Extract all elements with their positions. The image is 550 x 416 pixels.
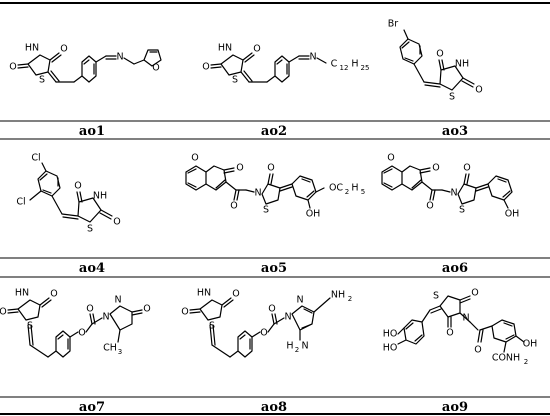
- ao4-o2: O: [113, 217, 120, 228]
- ao8-o2: O: [181, 307, 188, 318]
- ao7-hn: HN: [15, 288, 29, 299]
- structure-ao8: HN O O S O O N N NH 2 H 2 N: [181, 288, 352, 358]
- ao9-s: S: [433, 291, 439, 302]
- ao6-o1: O: [387, 153, 394, 164]
- ao8-nh: NH: [331, 290, 345, 301]
- label-ao4: ao4: [79, 261, 105, 276]
- label-ao7: ao7: [79, 400, 105, 415]
- ao7-o1: O: [50, 289, 57, 300]
- ao5-oc: OC: [329, 183, 343, 194]
- ao2-n: N: [309, 52, 316, 63]
- ao9-conh-sub: 2: [524, 358, 528, 366]
- structure-ao5: O O O N O S O OC 2 H 5 OH: [185, 153, 365, 220]
- ao2-c: C: [331, 59, 338, 70]
- ao7-ch-sub: 3: [118, 348, 122, 356]
- ao2-hn: HN: [218, 43, 232, 54]
- ao8-o1: O: [232, 289, 239, 300]
- ao6-n: N: [450, 188, 457, 199]
- ao6-s: S: [459, 205, 465, 216]
- ao9-o3: O: [474, 345, 481, 356]
- ao2-o1: O: [253, 44, 260, 55]
- ao4-nh: NH: [93, 191, 107, 202]
- ao5-o3: O: [230, 201, 237, 212]
- structure-ao3: Br O NH S O: [388, 19, 483, 103]
- structure-ao6: O O O N O S O OH: [381, 153, 520, 220]
- ao8-s: S: [209, 321, 215, 332]
- ao2-o2: O: [202, 62, 209, 73]
- ao2-h-sub: 25: [361, 64, 370, 72]
- ao4-cl1: Cl: [31, 153, 40, 164]
- label-ao5: ao5: [261, 261, 287, 276]
- structure-ao7: HN O O S O O N N O CH 3: [0, 288, 151, 358]
- ao5-o1: O: [191, 153, 198, 164]
- ao5-s: S: [263, 205, 269, 216]
- ao6-o3: O: [426, 201, 433, 212]
- ao1-o3: O: [152, 63, 159, 74]
- label-ao1: ao1: [79, 124, 105, 139]
- ao7-n1: N: [102, 312, 109, 323]
- ao8-h-sub: 2: [295, 346, 299, 354]
- label-ao2: ao2: [261, 124, 287, 139]
- ao8-n1: N: [284, 312, 291, 323]
- ao1-hn: HN: [25, 43, 39, 54]
- ao8-n3: N: [301, 341, 308, 352]
- structure-ao4: Cl Cl O NH S O: [16, 153, 120, 235]
- ao3-o1: O: [436, 49, 443, 60]
- ao3-br: Br: [388, 19, 399, 30]
- ao6-oh: OH: [505, 209, 520, 220]
- ao8-nh-sub: 2: [348, 295, 352, 303]
- structure-ao1: HN O O S N O: [9, 43, 162, 86]
- ao9-ho1: HO: [383, 329, 398, 340]
- structure-ao9: S O N O HO HO O OH CONH 2: [383, 288, 538, 367]
- ao7-o4: O: [86, 304, 93, 315]
- ao5-o4: O: [267, 163, 274, 174]
- ao2-s: S: [232, 75, 238, 86]
- ao8-o3: O: [260, 328, 267, 339]
- ao7-s: S: [27, 321, 33, 332]
- ao6-o2: O: [432, 163, 439, 174]
- ao7-n2: N: [114, 295, 121, 306]
- ao7-o3: O: [78, 328, 85, 339]
- ao4-o1: O: [74, 181, 81, 192]
- ao3-s: S: [449, 92, 455, 103]
- ao3-o2: O: [475, 85, 482, 96]
- ao2-h: H: [351, 59, 358, 70]
- ao5-oh: OH: [306, 209, 321, 220]
- ao9-conh: CONH: [492, 353, 520, 364]
- label-ao9: ao9: [442, 400, 468, 415]
- ao1-o2: O: [9, 62, 16, 73]
- label-ao6: ao6: [442, 261, 468, 276]
- ao8-hn: HN: [197, 288, 211, 299]
- ao5-h-sub: 5: [361, 188, 365, 196]
- ao1-o1: O: [60, 44, 67, 55]
- ao8-o4: O: [268, 304, 275, 315]
- ao1-s: S: [39, 75, 45, 86]
- ao7-o2: O: [0, 307, 7, 318]
- ao6-o4: O: [463, 163, 470, 174]
- ao9-ho2: HO: [383, 343, 398, 354]
- label-ao3: ao3: [442, 124, 468, 139]
- ao9-oh: OH: [523, 339, 538, 350]
- ao4-cl2: Cl: [16, 197, 25, 208]
- ao7-o5: O: [143, 304, 150, 315]
- ao9-o2: O: [446, 328, 453, 339]
- ao5-oc-sub: 2: [345, 188, 349, 196]
- ao5-o2: O: [236, 163, 243, 174]
- ao8-h: H: [286, 341, 293, 352]
- label-ao8: ao8: [261, 400, 287, 415]
- ao5-h: H: [351, 183, 358, 194]
- ao1-n: N: [116, 52, 123, 63]
- ao3-nh: NH: [455, 59, 469, 70]
- structure-ao2: HN O O S N C 12 H 25: [202, 43, 369, 86]
- ao9-n: N: [462, 313, 469, 324]
- ao4-s: S: [87, 224, 93, 235]
- ao9-o1: O: [471, 288, 478, 299]
- ao5-n: N: [254, 188, 261, 199]
- ao7-ch: CH: [103, 343, 117, 354]
- ao8-n2: N: [296, 295, 303, 306]
- ao2-c-sub: 12: [340, 64, 349, 72]
